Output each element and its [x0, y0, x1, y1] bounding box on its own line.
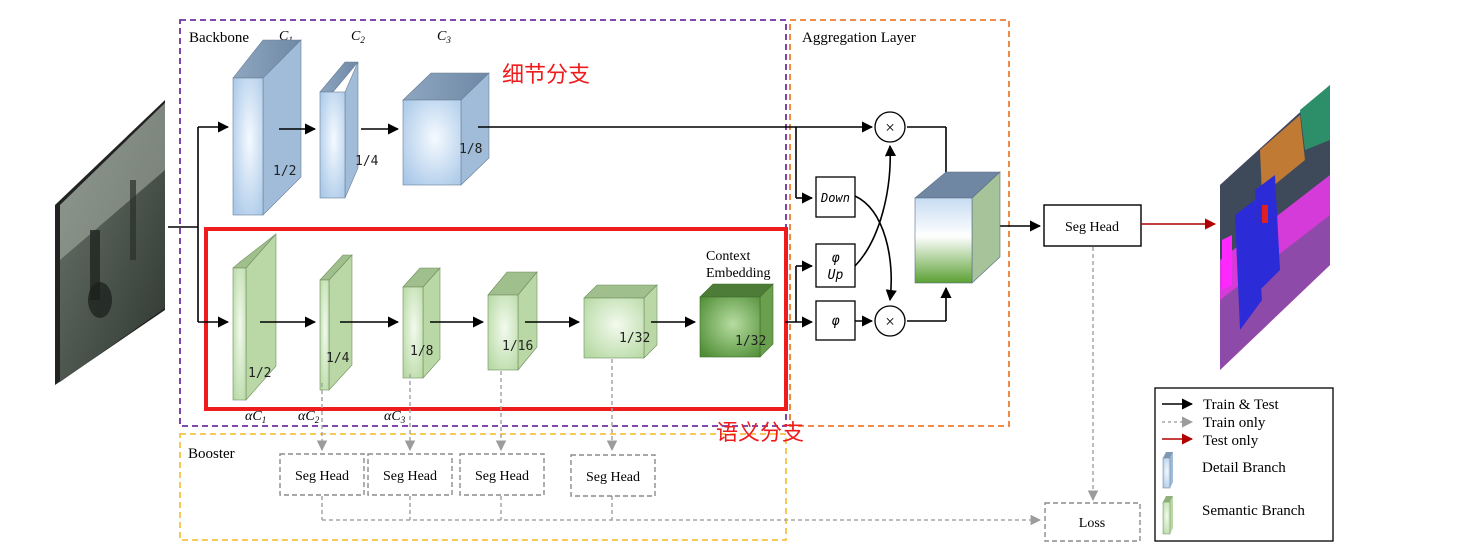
channel-ac1: αC1	[245, 409, 266, 425]
legend-train-test-label: Train & Test	[1203, 397, 1279, 413]
semantic-block-1	[232, 233, 277, 401]
semantic-scale-3: 1/8	[410, 344, 433, 359]
semantic-scale-6: 1/32	[735, 334, 766, 349]
semantic-scale-5: 1/32	[619, 331, 650, 346]
semantic-block-5	[583, 284, 658, 359]
legend-semantic-branch-icon	[1162, 496, 1173, 535]
semantic-scale-1: 1/2	[248, 366, 271, 381]
semantic-scale-4: 1/16	[502, 339, 533, 354]
semantic-branch-annotation: 语义分支	[716, 421, 804, 446]
booster-seg-head-3	[459, 453, 545, 496]
phi-up-label-up: Up	[828, 268, 844, 283]
seg-head-main	[1043, 204, 1142, 247]
detail-scale-1: 1/2	[273, 164, 296, 179]
legend-test-only-label: Test only	[1203, 433, 1259, 449]
loss-box	[1044, 502, 1141, 542]
semantic-branch: 1/2 1/4 1/8 1/16 1/32 1/32 Context Embed…	[232, 233, 774, 401]
context-embedding-label-line1: Context	[706, 249, 750, 264]
booster-seg-head-2-label: Seg Head	[383, 469, 437, 484]
multiply-bottom	[874, 305, 906, 337]
detail-block-1	[232, 39, 302, 216]
semantic-block-4	[487, 271, 538, 371]
booster-frame	[179, 433, 787, 541]
booster-title: Booster	[188, 446, 235, 462]
aggregation-title: Aggregation Layer	[802, 30, 916, 46]
detail-branch-annotation: 细节分支	[502, 63, 590, 88]
loss-label: Loss	[1079, 516, 1105, 531]
booster-seg-head-3-label: Seg Head	[475, 469, 529, 484]
booster-seg-head-4-label: Seg Head	[586, 470, 640, 485]
channel-ac2: αC2	[298, 409, 320, 425]
channel-c3: C3	[437, 29, 451, 45]
multiply-top-symbol: ×	[885, 118, 895, 137]
input-image	[55, 100, 165, 385]
legend-box	[1154, 387, 1334, 542]
legend: Train & Test Train only Test only Detail…	[1154, 387, 1334, 542]
detail-branch: 1/2 1/4 1/8	[232, 39, 490, 216]
detail-block-3	[402, 72, 490, 186]
detail-block-2	[319, 61, 359, 199]
legend-detail-branch-label: Detail Branch	[1202, 460, 1286, 476]
backbone-title: Backbone	[189, 30, 249, 46]
down-box	[815, 176, 856, 218]
booster-seg-head-2	[367, 453, 453, 496]
legend-detail-branch-icon	[1162, 452, 1173, 489]
phi-box	[815, 300, 856, 341]
booster-seg-head-4	[570, 454, 656, 497]
down-label: Down	[820, 191, 850, 205]
input-fork	[168, 121, 230, 328]
channel-ac3: αC3	[384, 409, 406, 425]
semantic-scale-2: 1/4	[326, 351, 350, 366]
aggregation-frame	[789, 19, 1010, 427]
phi-label: φ	[832, 314, 840, 329]
seg-head-main-label: Seg Head	[1065, 220, 1119, 235]
backbone-frame	[179, 19, 787, 427]
aggregated-feature-block	[914, 171, 1001, 284]
booster-heads: Seg Head Seg Head Seg Head Seg Head	[279, 247, 1099, 526]
semantic-branch-highlight	[204, 227, 788, 411]
semantic-block-3	[402, 267, 441, 379]
legend-semantic-branch-label: Semantic Branch	[1202, 503, 1305, 519]
detail-scale-2: 1/4	[355, 154, 379, 169]
legend-train-only-label: Train only	[1203, 415, 1266, 431]
context-embedding-label-line2: Embedding	[706, 266, 771, 281]
phi-up-label-phi: φ	[832, 251, 840, 266]
multiply-bottom-symbol: ×	[885, 312, 895, 331]
aggregation-layer: Down φ Up φ × ×	[478, 111, 1042, 341]
detail-scale-3: 1/8	[459, 142, 482, 157]
multiply-top	[874, 111, 906, 143]
output-segmentation	[1220, 85, 1330, 370]
channel-c2: C2	[351, 29, 365, 45]
context-embedding-block	[699, 283, 774, 358]
phi-up-box	[815, 243, 856, 288]
booster-seg-head-1	[279, 453, 365, 496]
booster-seg-head-1-label: Seg Head	[295, 469, 349, 484]
